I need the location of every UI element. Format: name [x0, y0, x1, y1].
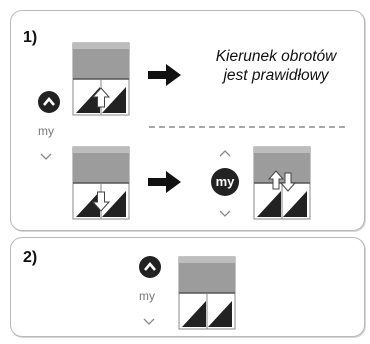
down-button[interactable]: [142, 315, 156, 330]
my-button-label: my: [38, 124, 54, 138]
up-down-arrows-icon: [267, 170, 297, 192]
down-chevron: [218, 207, 232, 222]
chevron-up-icon: [219, 150, 231, 157]
chevron-down-icon: [143, 318, 155, 325]
my-button-label: my: [139, 289, 155, 303]
step-2-label: 2): [23, 249, 38, 266]
blind-window-up: [72, 42, 130, 116]
arrow-right-icon: [148, 171, 181, 193]
up-button[interactable]: [38, 91, 60, 113]
message-line-2: jest prawidłowy: [223, 67, 329, 84]
down-arrow-icon: [91, 191, 111, 212]
step-1-panel: 1) my Kierunek obrotów jest prawidłowy: [10, 10, 365, 231]
chevron-down-icon: [219, 210, 231, 217]
my-button[interactable]: my: [211, 168, 239, 196]
up-button[interactable]: [139, 256, 161, 278]
arrow-right-icon: [148, 64, 181, 86]
blind-window-final: [178, 256, 236, 330]
up-arrow-icon: [91, 87, 111, 108]
step-2-panel: 2) my: [10, 237, 365, 337]
chevron-up-icon: [144, 261, 156, 271]
direction-correct-message: Kierunek obrotów jest prawidłowy: [194, 47, 358, 85]
blind-window-down: [72, 146, 130, 220]
down-button[interactable]: [39, 150, 53, 165]
message-line-1: Kierunek obrotów: [215, 48, 337, 65]
blind-window-reverse: [253, 146, 311, 220]
up-chevron: [218, 146, 232, 161]
dashed-divider: [149, 126, 345, 128]
chevron-down-icon: [40, 153, 52, 160]
chevron-up-icon: [43, 96, 55, 106]
step-1-label: 1): [23, 29, 38, 46]
